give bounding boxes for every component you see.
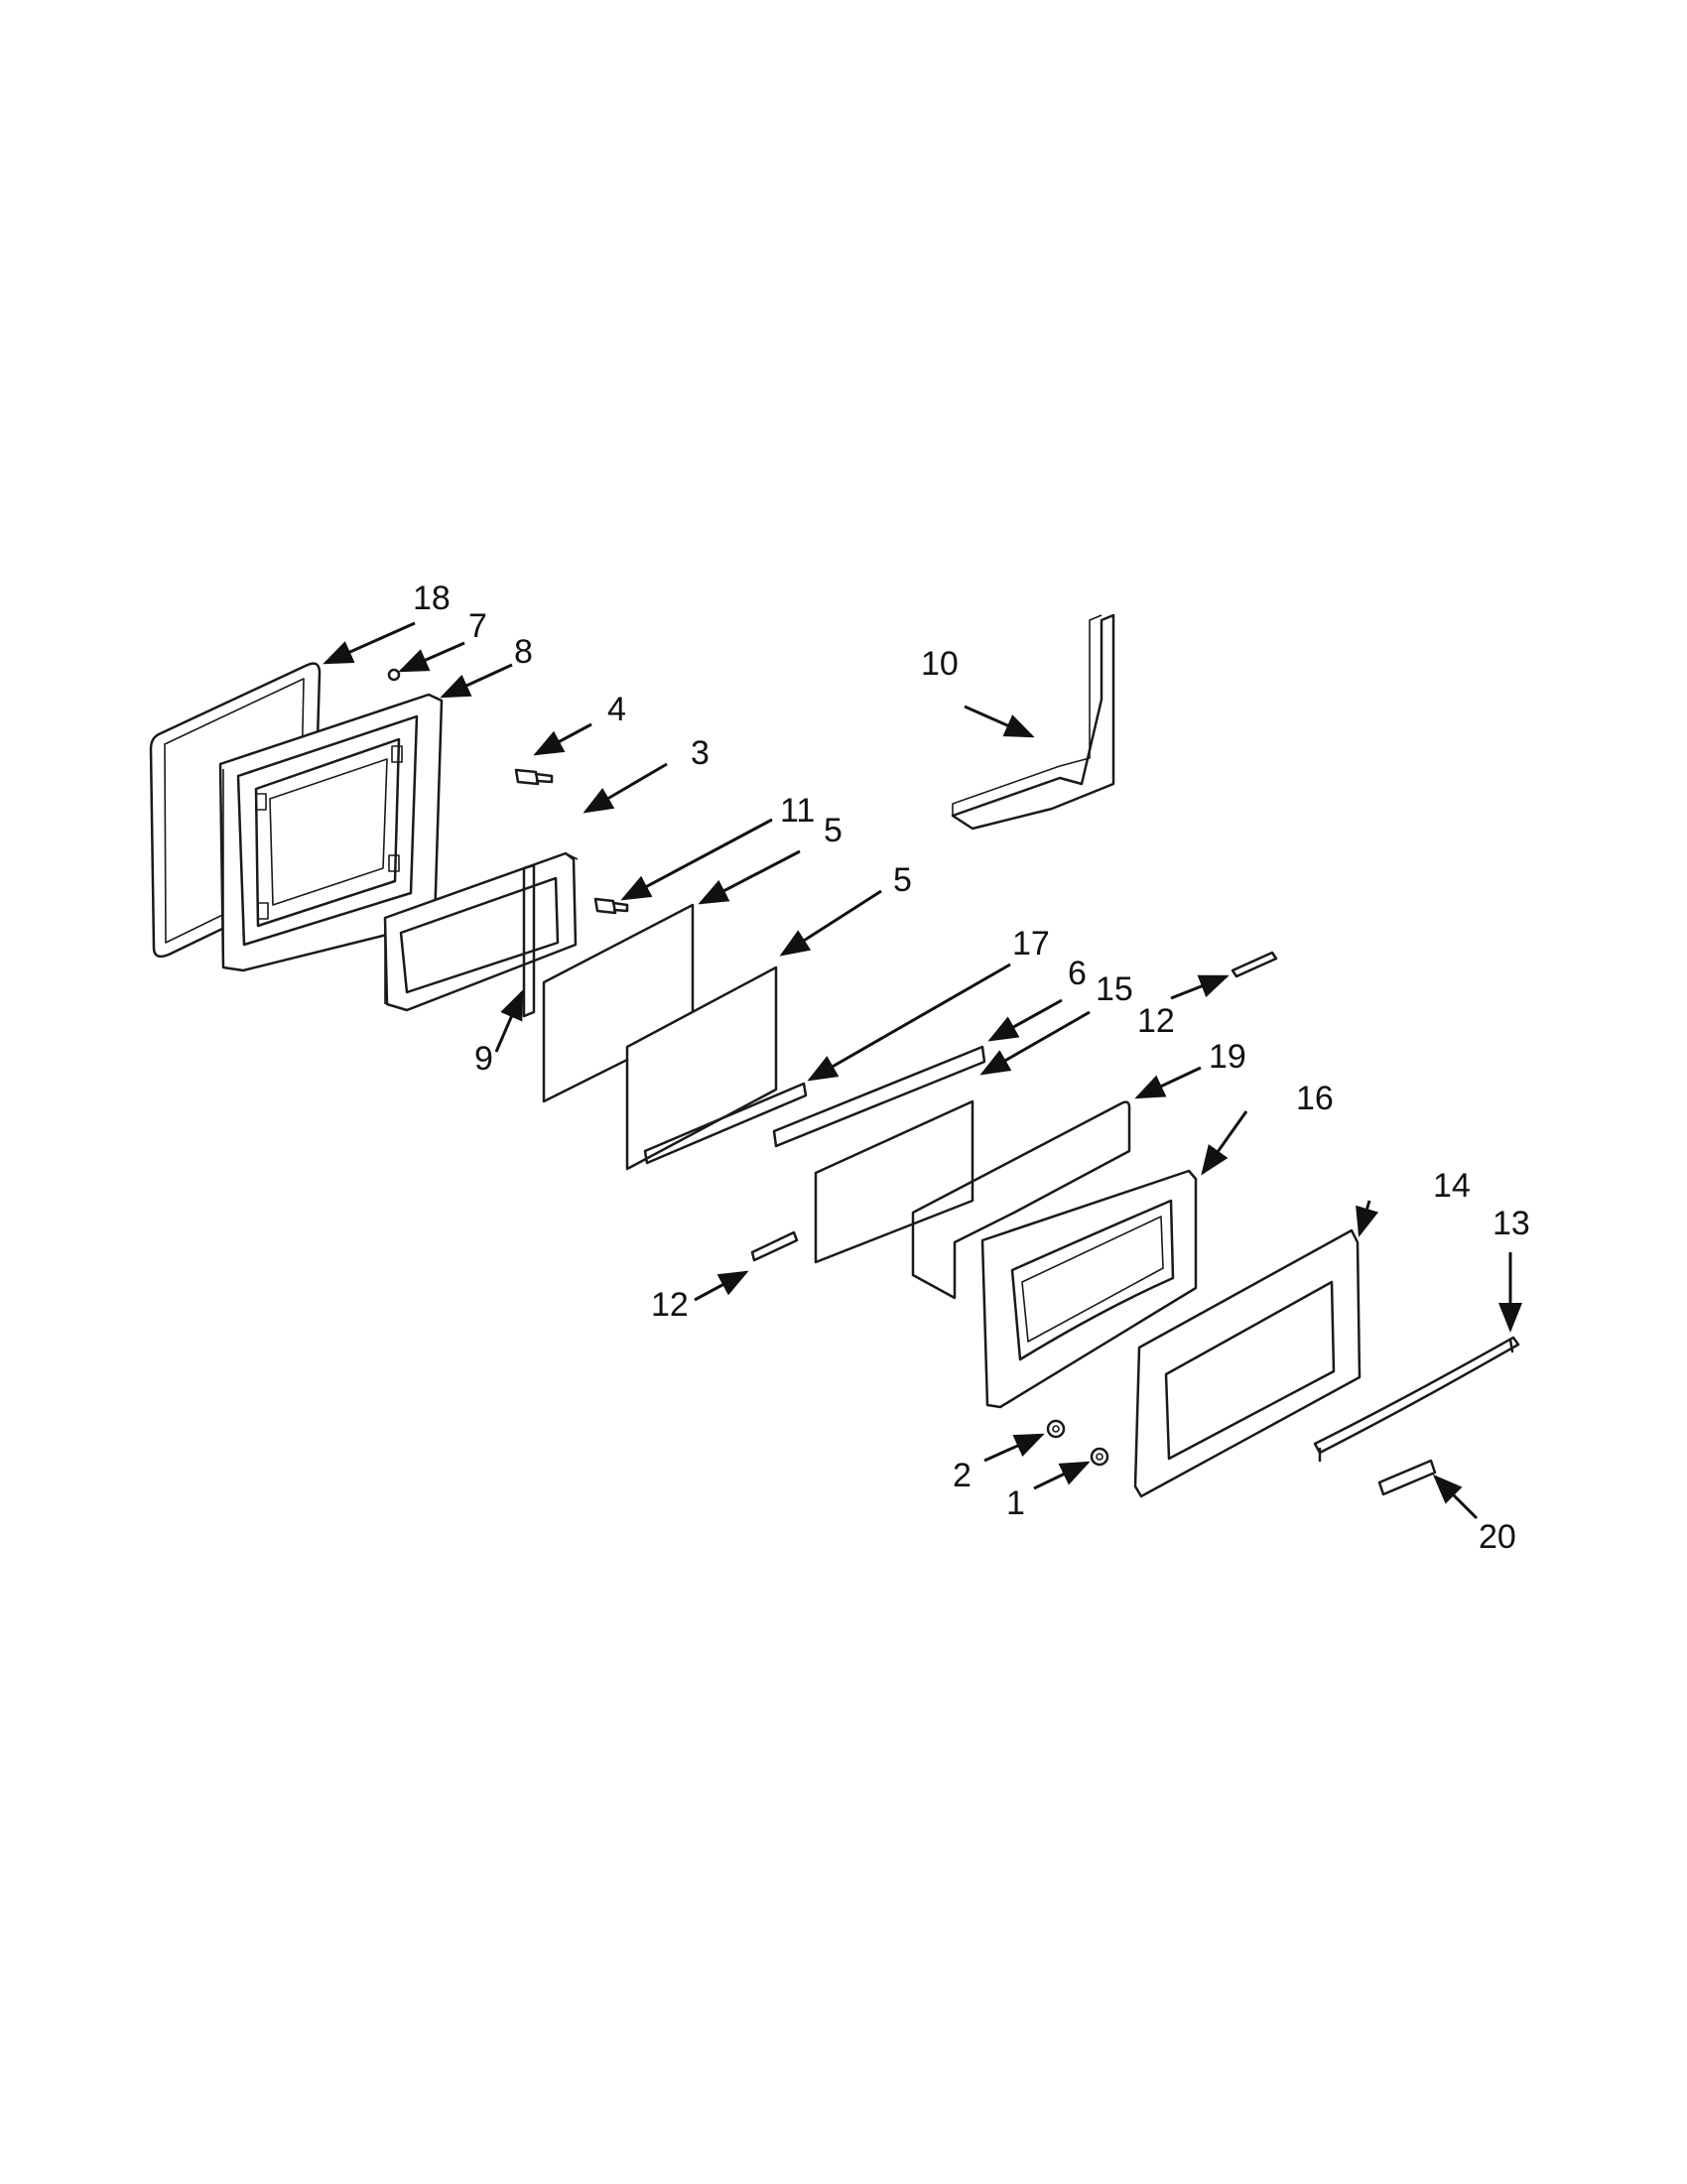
part-17-bracket [643,1082,808,1165]
callout-9: 9 [474,1040,493,1078]
callout-2: 2 [953,1457,972,1494]
part-2-fastener [1046,1419,1066,1439]
callout-13: 13 [1492,1205,1530,1242]
callout-16: 16 [1296,1080,1334,1117]
part-10-bracket [951,613,1115,831]
callout-11: 11 [780,792,815,830]
callout-20: 20 [1479,1518,1516,1556]
callout-3: 3 [691,734,710,772]
callout-12-lower: 12 [651,1286,689,1324]
part-1-fastener [1090,1447,1109,1467]
callout-12-upper: 12 [1137,1002,1175,1040]
part-12-bracket-lower [750,1230,799,1262]
callout-14: 14 [1433,1167,1471,1205]
callout-8: 8 [514,633,533,671]
callout-7: 7 [468,607,487,645]
part-14-outer-door [1133,1228,1362,1498]
leader-arrows [323,621,1522,1520]
part-4-screw [514,768,554,786]
callout-19: 19 [1209,1038,1246,1076]
part-15-outer-glass [814,1099,974,1264]
callout-4: 4 [607,691,626,728]
part-12-bracket-upper [1231,951,1278,978]
part-8-inner-door-frame [218,693,444,972]
part-19-insulation [911,1100,1131,1300]
part-5-glass-lower [625,965,778,1171]
part-7-screw [387,668,401,682]
part-11-screw [593,897,629,915]
part-9-brace [522,863,536,1018]
part-3-door-liner [383,851,579,1012]
callout-15: 15 [1096,970,1133,1008]
part-13-handle [1313,1336,1520,1463]
callout-5-upper: 5 [824,812,843,849]
part-20-end-cap [1377,1459,1437,1496]
callout-labels: 18 7 8 4 3 11 5 5 9 10 17 6 15 12 19 16 … [413,579,1530,1556]
callout-6: 6 [1068,955,1087,992]
callout-5-lower: 5 [893,861,912,899]
callout-10: 10 [921,645,959,683]
callout-1: 1 [1006,1484,1025,1522]
callout-17: 17 [1012,925,1050,963]
part-16-door-panel [980,1169,1198,1409]
callout-18: 18 [413,579,451,617]
